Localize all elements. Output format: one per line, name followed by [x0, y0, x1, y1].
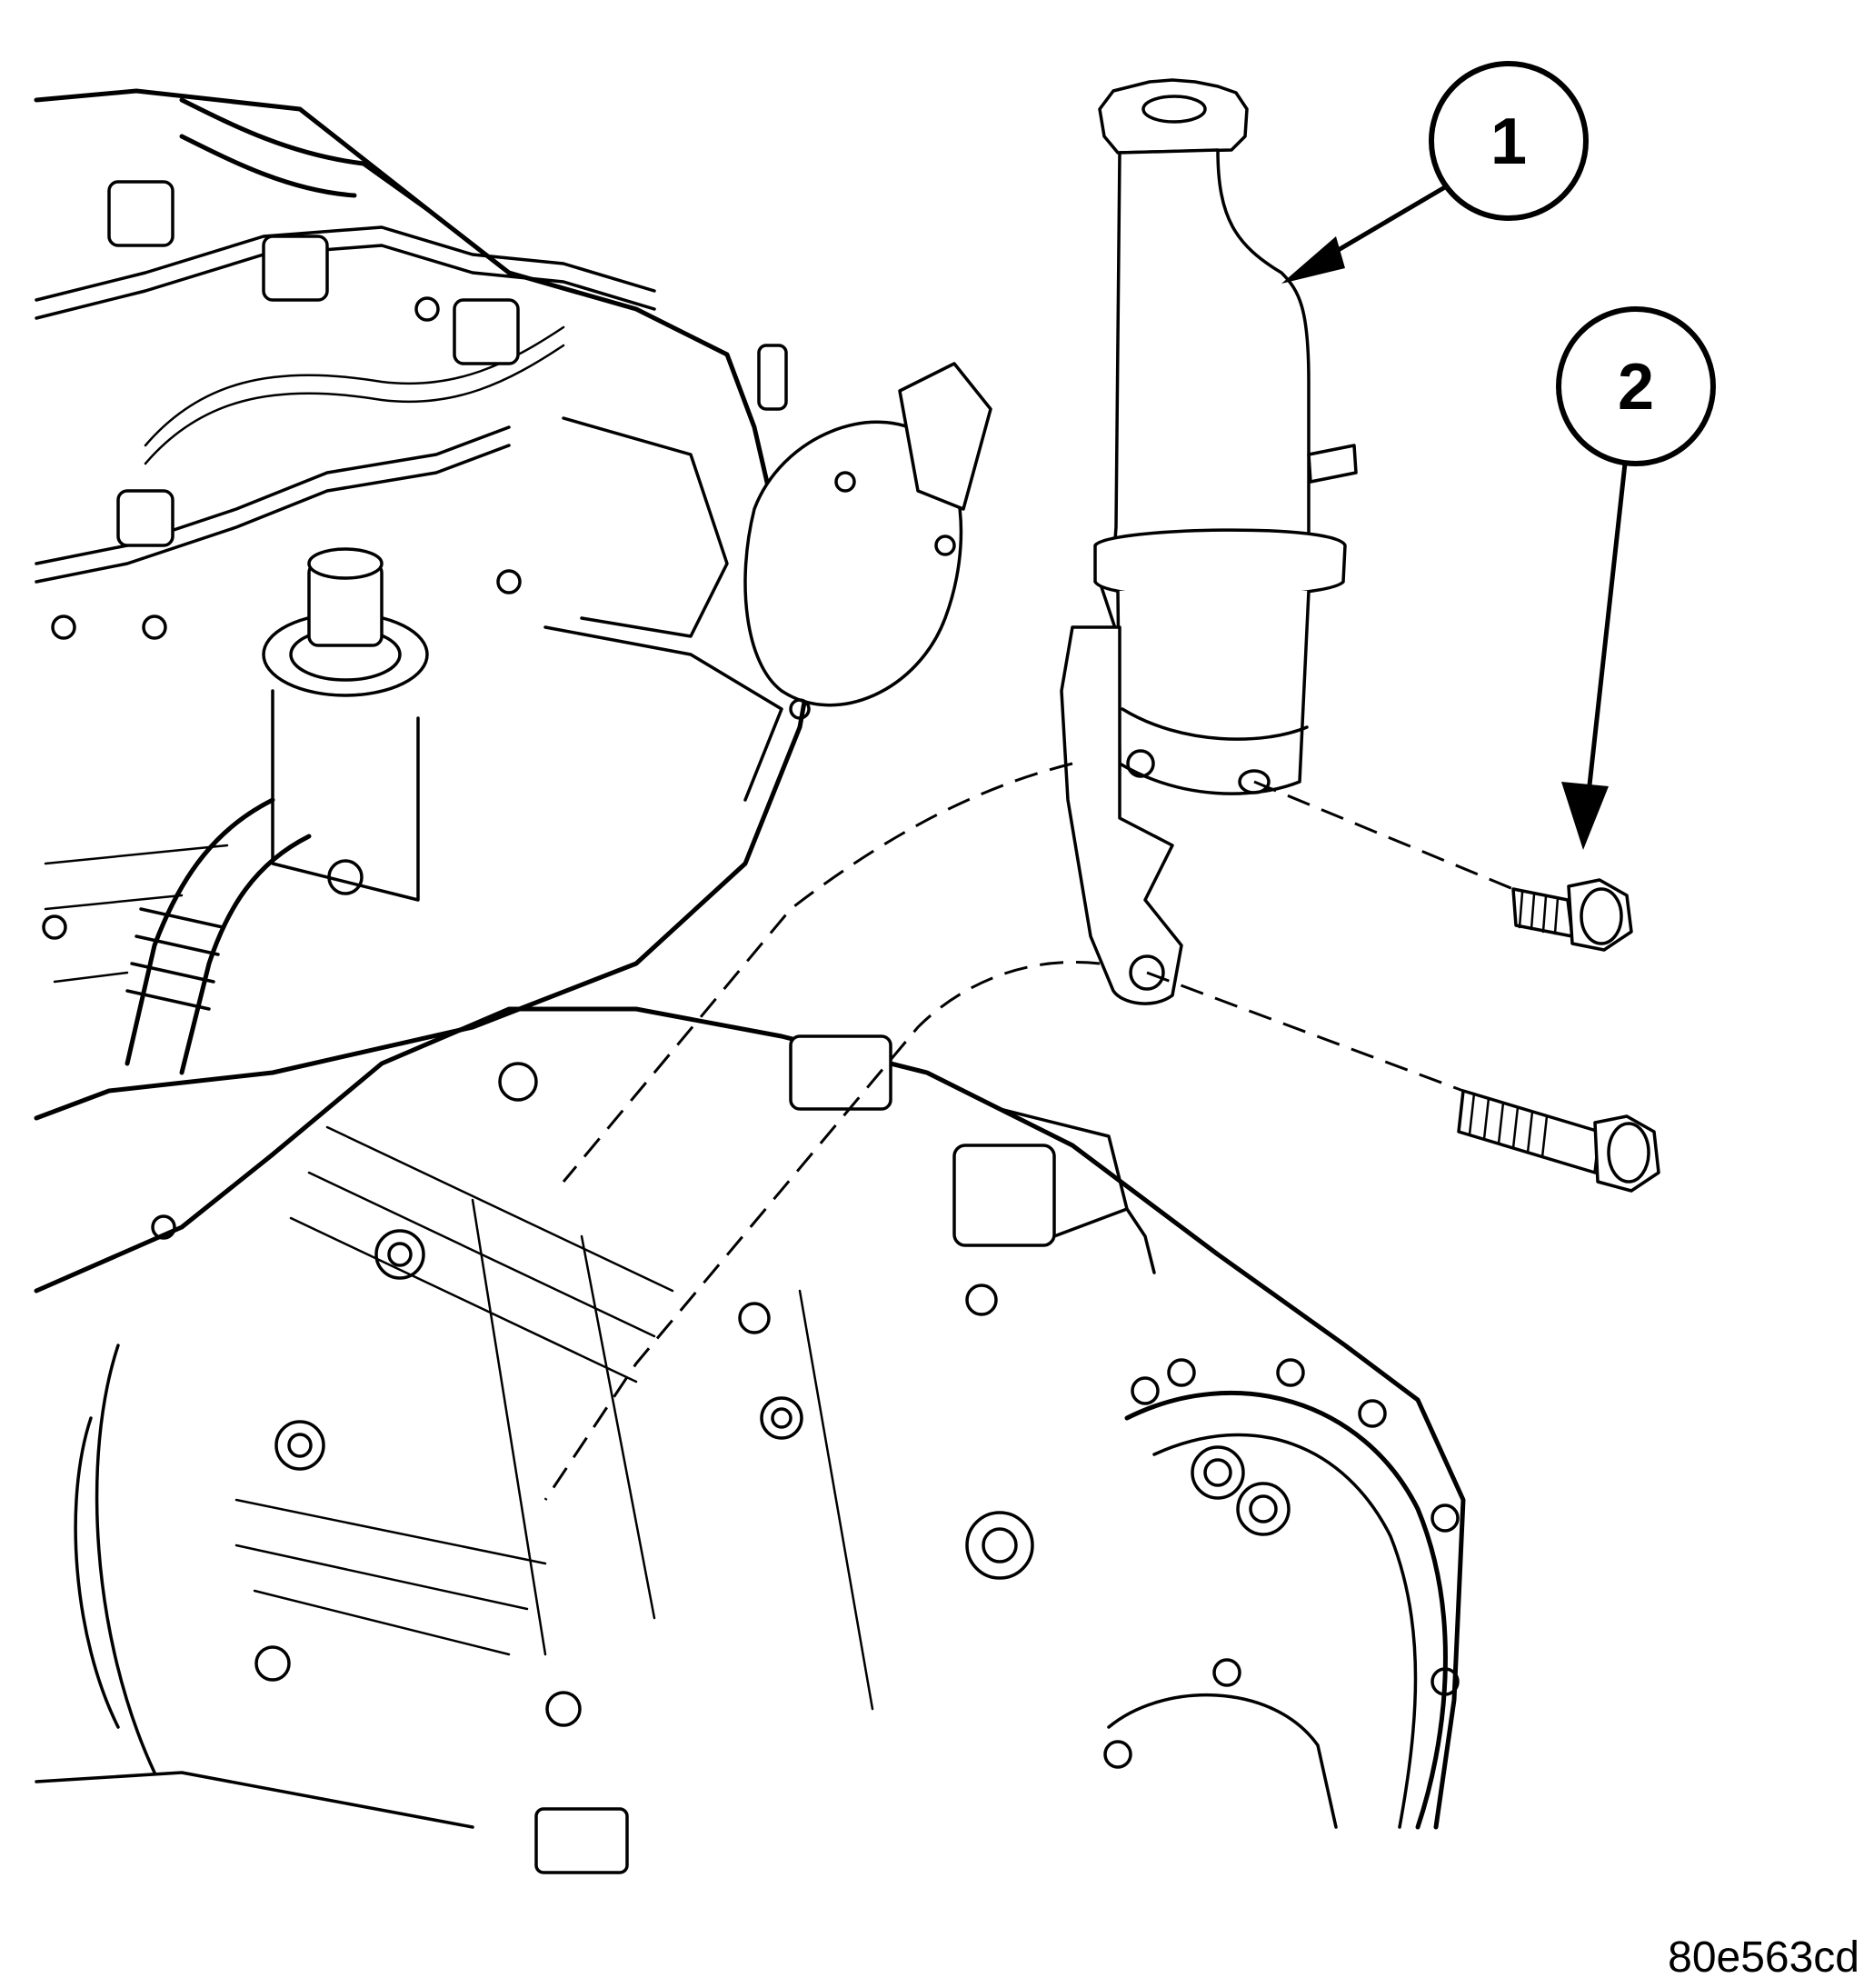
- callout-2: 2: [1556, 306, 1716, 850]
- power-steering-fluid-reservoir: [1060, 78, 1358, 1005]
- callout-2-number: 2: [1618, 351, 1654, 424]
- turbocharger-housing: [743, 344, 992, 720]
- callout-1-number: 1: [1490, 105, 1527, 178]
- bracket-to-engine-line-upper: [562, 762, 1073, 1183]
- callout-2-arrowhead: [1561, 782, 1609, 850]
- figure-id-label: 80e563cd: [1668, 1933, 1859, 1982]
- alignment-lines: [543, 762, 1514, 1501]
- lower-mounting-bolt: [1457, 1089, 1660, 1193]
- callout-1: 1: [1281, 61, 1589, 284]
- egr-valve: [262, 547, 429, 902]
- upper-mounting-bolt: [1511, 878, 1633, 952]
- engine-assembly: [34, 88, 992, 1240]
- mounting-bolts: [1457, 878, 1660, 1193]
- lower-bolt-alignment-line: [1146, 971, 1464, 1093]
- bracket-to-engine-line-lower: [543, 960, 1101, 1501]
- transmission-assembly: [34, 1006, 1466, 1874]
- callout-1-arrowhead: [1281, 236, 1345, 284]
- upper-bolt-alignment-line: [1253, 780, 1514, 891]
